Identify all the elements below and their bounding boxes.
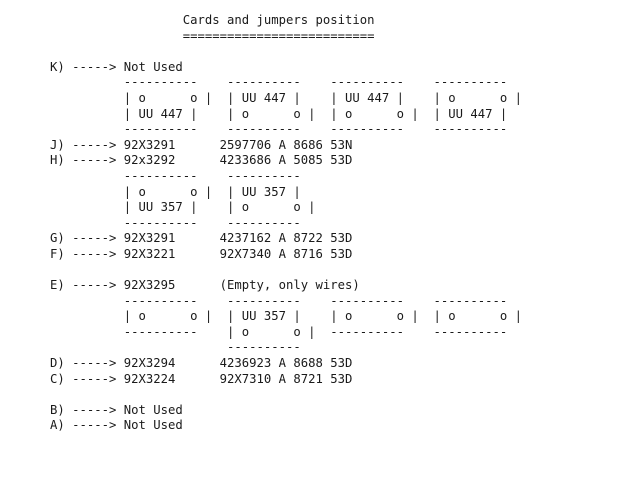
- group-h-top-edge: ---------- ----------: [50, 168, 301, 183]
- slot-line-b: B) -----> Not Used: [50, 402, 183, 417]
- slot-line-g: G) -----> 92X3291 4237162 A 8722 53D: [50, 231, 353, 246]
- group-k-row-2: | UU 447 | | o o | | o o | | UU 447 |: [50, 106, 508, 121]
- group-e-row-3: ----------: [50, 340, 301, 355]
- slot-line-e: E) -----> 92X3295 (Empty, only wires): [50, 278, 360, 293]
- group-e-row-2: ---------- | o o | ---------- ----------: [50, 324, 508, 339]
- slot-line-c: C) -----> 92X3224 92X7310 A 8721 53D: [50, 371, 353, 386]
- group-k-row-1: | o o | | UU 447 | | UU 447 | | o o |: [50, 90, 523, 105]
- spacer-line-3: [50, 387, 522, 403]
- ascii-art-canvas: Cards and jumpers position =============…: [50, 13, 522, 434]
- group-e-top-edge: ---------- ---------- ---------- -------…: [50, 293, 508, 308]
- slot-line-h: H) -----> 92x3292 4233686 A 5085 53D: [50, 153, 353, 168]
- spacer-line-1: [50, 44, 522, 60]
- slot-line-j: J) -----> 92X3291 2597706 A 8686 53N: [50, 137, 353, 152]
- spacer-line-2: [50, 263, 522, 279]
- group-h-bottom-edge: ---------- ----------: [50, 215, 301, 230]
- slot-line-a: A) -----> Not Used: [50, 418, 183, 433]
- group-k-bottom-edge: ---------- ---------- ---------- -------…: [50, 122, 508, 137]
- title-underline-line: ==========================: [50, 28, 375, 43]
- slot-line-f: F) -----> 92X3221 92X7340 A 8716 53D: [50, 246, 353, 261]
- group-h-row-2: | UU 357 | | o o |: [50, 200, 316, 215]
- slot-line-d: D) -----> 92X3294 4236923 A 8688 53D: [50, 356, 353, 371]
- group-k-top-edge: ---------- ---------- ---------- -------…: [50, 75, 508, 90]
- slot-line-k: K) -----> Not Used: [50, 59, 183, 74]
- title-line: Cards and jumpers position: [50, 13, 375, 27]
- group-e-row-1: | o o | | UU 357 | | o o | | o o |: [50, 309, 523, 324]
- group-h-row-1: | o o | | UU 357 |: [50, 184, 301, 199]
